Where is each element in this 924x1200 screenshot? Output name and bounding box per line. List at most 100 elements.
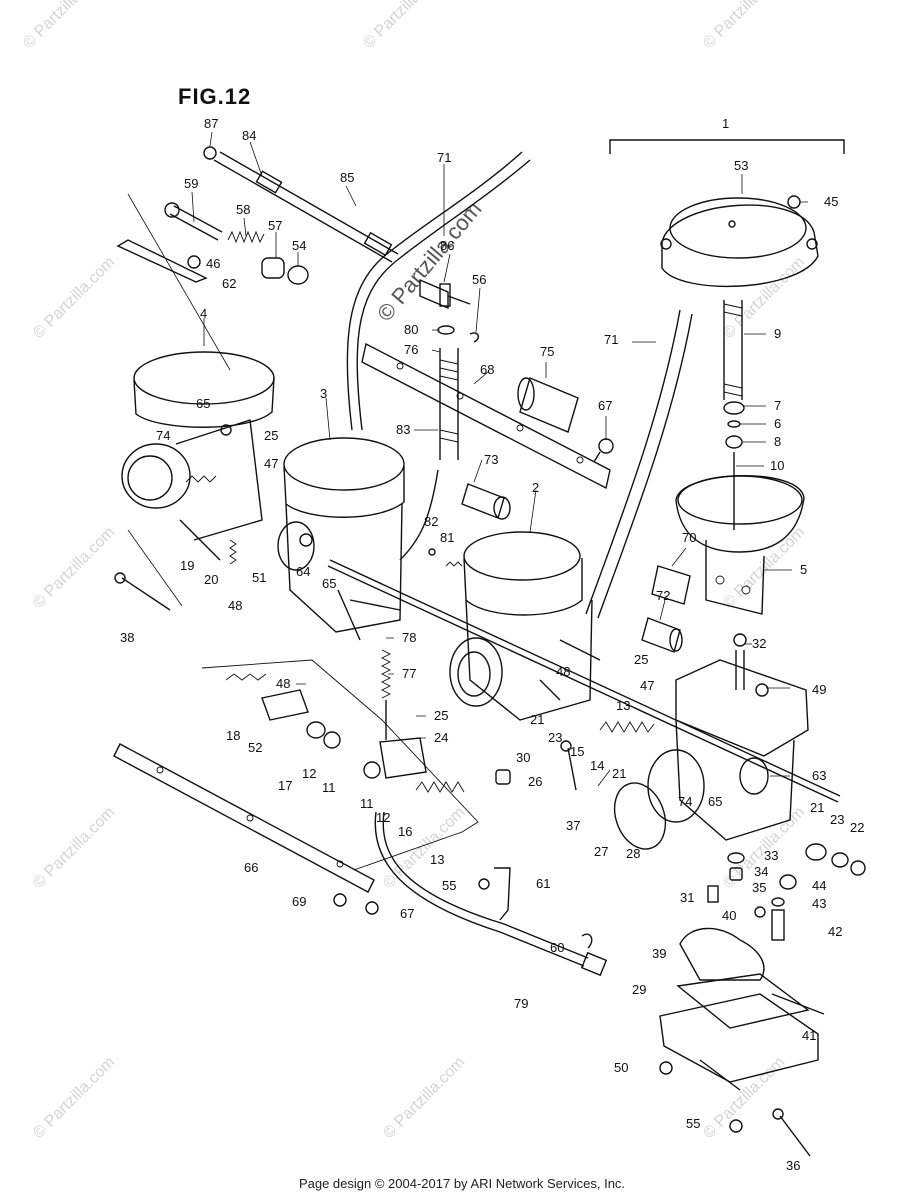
part-label: 52 [248, 740, 262, 755]
part-label: 17 [278, 778, 292, 793]
leader [127, 193, 231, 607]
spring-13b [415, 781, 465, 793]
part-label: 42 [828, 924, 842, 939]
top-cap-53 [660, 197, 819, 288]
part-label: 47 [264, 456, 278, 471]
part-label: 63 [812, 768, 826, 783]
diaphragm-5 [675, 475, 805, 615]
leader-lines [191, 131, 808, 787]
part-label: 28 [626, 846, 640, 861]
screw-55a [478, 878, 490, 890]
part-label: 53 [734, 158, 748, 173]
part-label: 70 [682, 530, 696, 545]
part-label: 15 [570, 744, 584, 759]
spring-77 [380, 649, 392, 740]
plate-68 [361, 342, 611, 490]
spring-9 [723, 300, 743, 400]
part-label: 1 [722, 116, 729, 131]
part-label: 82 [424, 514, 438, 529]
part-label: 12 [302, 766, 316, 781]
part-label: 34 [754, 864, 768, 879]
part-label: 51 [252, 570, 266, 585]
part-label: 48 [276, 676, 290, 691]
carburetor-4 [121, 351, 275, 561]
fitting-26 [495, 769, 511, 785]
screws-69-67 [333, 893, 379, 915]
disk-28 [613, 782, 667, 850]
part-label: 23 [830, 812, 844, 827]
part-label: 16 [398, 824, 412, 839]
fitting-86 [419, 278, 471, 310]
part-label: 22 [850, 820, 864, 835]
float-39 [679, 927, 765, 981]
cylinder-72 [641, 617, 683, 653]
clip-87 [203, 146, 217, 160]
float-bowl [659, 993, 819, 1091]
part-label: 4 [200, 306, 207, 321]
part-label: 65 [322, 576, 336, 591]
part-label: 3 [320, 386, 327, 401]
part-label: 68 [480, 362, 494, 377]
part-label: 12 [376, 810, 390, 825]
nut-57 [261, 257, 285, 279]
part-label: 21 [612, 766, 626, 781]
pin-41 [771, 993, 825, 1015]
part-label: 71 [604, 332, 618, 347]
part-label: 54 [292, 238, 306, 253]
part-label: 66 [244, 860, 258, 875]
part-label: 31 [680, 890, 694, 905]
part-label: 9 [774, 326, 781, 341]
hose-76-83 [399, 348, 459, 561]
part-label: 38 [120, 630, 134, 645]
bracket-62 [116, 239, 208, 283]
part-label: 80 [404, 322, 418, 337]
part-label: 39 [652, 946, 666, 961]
spring-19-20 [185, 475, 217, 483]
part-label: 55 [686, 1116, 700, 1131]
part-label: 73 [484, 452, 498, 467]
part-label: 33 [764, 848, 778, 863]
screw-37 [560, 740, 577, 791]
part-label: 45 [824, 194, 838, 209]
clip-6 [727, 420, 741, 428]
part-label: 86 [440, 238, 454, 253]
part-label: 48 [228, 598, 242, 613]
part-label: 62 [222, 276, 236, 291]
part-label: 79 [514, 996, 528, 1011]
part-label: 8 [774, 434, 781, 449]
part-label: 21 [530, 712, 544, 727]
part-label: 69 [292, 894, 306, 909]
part-label: 72 [656, 588, 670, 603]
figure-title: FIG.12 [178, 84, 252, 109]
part-label: 41 [802, 1028, 816, 1043]
part-label: 61 [536, 876, 550, 891]
spring-48a [229, 539, 237, 565]
part-label: 64 [296, 564, 310, 579]
hose-84 [213, 151, 399, 263]
clamp-61 [494, 867, 511, 921]
part-label: 44 [812, 878, 826, 893]
clip-80 [437, 325, 455, 335]
part-label: 35 [752, 880, 766, 895]
part-label: 47 [640, 678, 654, 693]
cap-54 [287, 265, 309, 285]
part-label: 78 [402, 630, 416, 645]
hose-71-right [585, 309, 693, 619]
part-label: 23 [548, 730, 562, 745]
part-label: 7 [774, 398, 781, 413]
screw-50 [659, 1061, 673, 1075]
part-label: 81 [440, 530, 454, 545]
part-label: 87 [204, 116, 218, 131]
screw-55b [729, 1119, 743, 1133]
part-label: 55 [442, 878, 456, 893]
cable-79 [374, 811, 608, 977]
part-label: 2 [532, 480, 539, 495]
part-label: 25 [264, 428, 278, 443]
screw-36 [772, 1108, 811, 1157]
part-label: 24 [434, 730, 448, 745]
small-parts-33-44 [727, 852, 797, 890]
part-label: 60 [550, 940, 564, 955]
part-label: 27 [594, 844, 608, 859]
part-label: 84 [242, 128, 256, 143]
